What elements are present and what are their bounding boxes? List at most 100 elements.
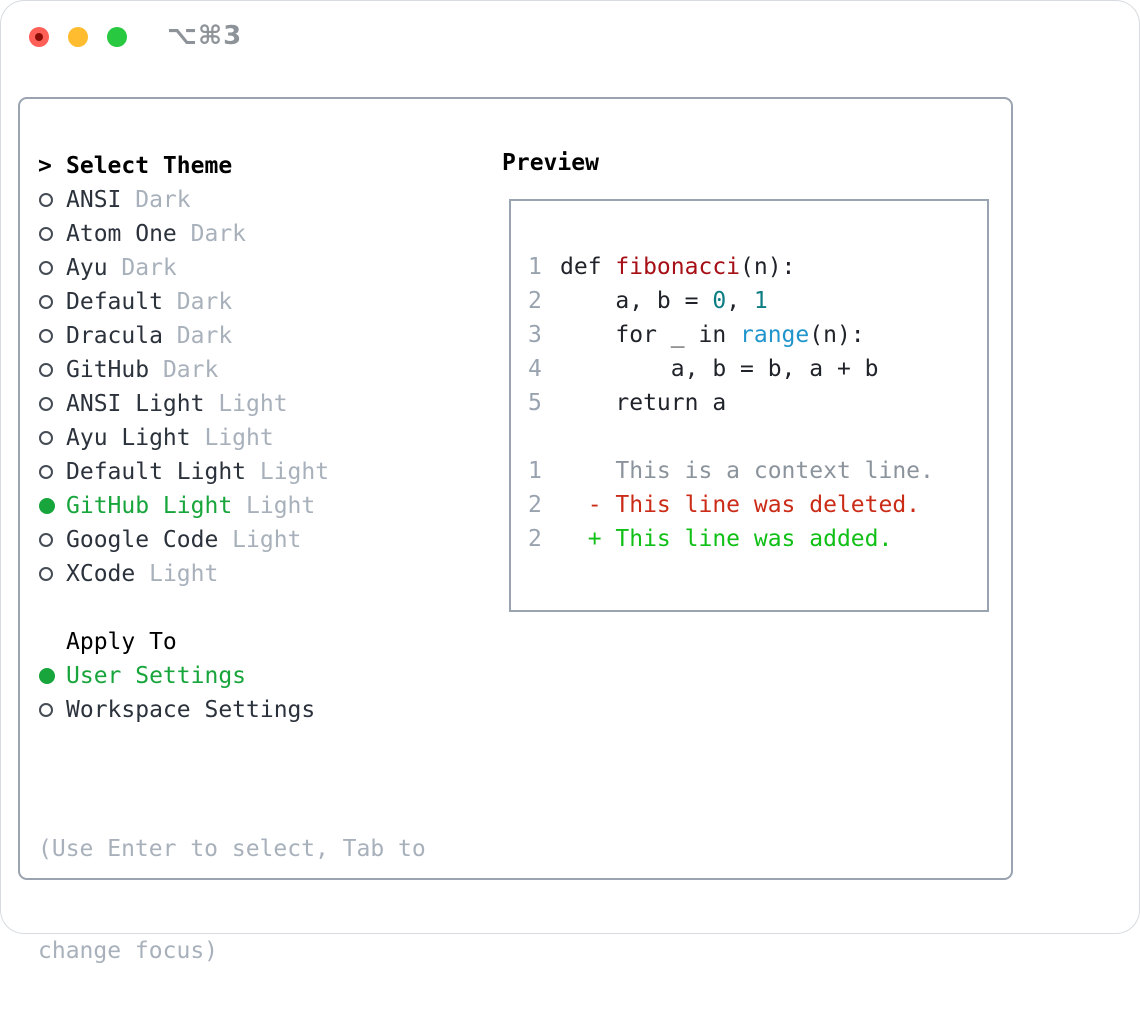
theme-option-dracula[interactable]: Dracula Dark — [38, 319, 488, 353]
radio-icon — [39, 193, 53, 207]
theme-name: Default — [66, 289, 163, 315]
line-number: 2 — [528, 492, 542, 518]
code-segment: (n): — [740, 254, 796, 280]
close-button[interactable] — [29, 27, 49, 47]
line-number: 3 — [528, 322, 542, 348]
list-gap — [38, 591, 488, 625]
hint-text: (Use Enter to select, Tab to change focu… — [38, 764, 488, 1036]
theme-option-ansi[interactable]: ANSI Dark — [38, 183, 488, 217]
code-segment: 0 — [712, 288, 727, 314]
window-title: ⌥⌘3 — [167, 21, 243, 51]
code-line: 2 + This line was added. — [528, 522, 934, 556]
radio-icon — [39, 397, 53, 411]
blank-line — [528, 420, 934, 454]
apply-to-label: Apply To — [66, 629, 177, 655]
code-segment: This is a context line. — [560, 458, 934, 484]
radio-icon — [39, 533, 53, 547]
theme-variant: Light — [246, 493, 316, 519]
theme-option-github[interactable]: GitHub Dark — [38, 353, 488, 387]
code-segment: 1 — [753, 288, 768, 314]
radio-selected-icon — [39, 668, 55, 684]
code-line: 3 for _ in range(n): — [528, 318, 934, 352]
code-segment: (n): — [809, 322, 865, 348]
theme-option-ayu[interactable]: Ayu Dark — [38, 251, 488, 285]
traffic-lights — [29, 27, 127, 47]
theme-name: Atom One — [66, 221, 177, 247]
code-segment: fibonacci — [615, 254, 741, 280]
line-number: 5 — [528, 390, 542, 416]
radio-icon — [39, 329, 53, 343]
theme-variant: Dark — [176, 323, 233, 349]
radio-icon — [39, 465, 53, 479]
code-line: 5 return a — [528, 386, 934, 420]
apply-option-user-settings[interactable]: User Settings — [38, 659, 488, 693]
theme-name: Ayu Light — [66, 425, 191, 451]
preview-label: Preview — [502, 150, 599, 176]
theme-variant: Dark — [162, 357, 219, 383]
theme-variant: Dark — [121, 255, 177, 281]
theme-option-default[interactable]: Default Dark — [38, 285, 488, 319]
theme-name: Dracula — [66, 323, 163, 349]
code-line: 2 - This line was deleted. — [528, 488, 934, 522]
theme-variant: Dark — [135, 187, 191, 213]
code-segment: a, b = b, a + b — [560, 356, 879, 382]
theme-variant: Dark — [190, 221, 247, 247]
theme-variant: Light — [218, 391, 288, 417]
radio-icon — [39, 295, 53, 309]
theme-name: Ayu — [66, 255, 108, 281]
apply-option-name: User Settings — [66, 663, 247, 689]
theme-option-google-code[interactable]: Google Code Light — [38, 523, 488, 557]
code-line: 1 This is a context line. — [528, 454, 934, 488]
line-number: 1 — [528, 254, 542, 280]
theme-option-ansi-light[interactable]: ANSI Light Light — [38, 387, 488, 421]
code-line: 4 a, b = b, a + b — [528, 352, 934, 386]
radio-selected-icon — [39, 498, 55, 514]
theme-name: GitHub Light — [66, 493, 233, 519]
line-number: 1 — [528, 458, 542, 484]
theme-name: XCode — [66, 561, 136, 587]
theme-option-ayu-light[interactable]: Ayu Light Light — [38, 421, 488, 455]
radio-icon — [39, 431, 53, 445]
code-segment: a, b = — [560, 288, 713, 314]
select-theme-label: Select Theme — [66, 153, 233, 179]
line-number: 4 — [528, 356, 542, 382]
radio-icon — [39, 227, 53, 241]
theme-name: ANSI — [66, 187, 122, 213]
theme-name: Default Light — [66, 459, 247, 485]
hint-line-2: change focus) — [38, 938, 219, 964]
theme-option-github-light[interactable]: GitHub Light Light — [38, 489, 488, 523]
theme-name: Google Code — [66, 527, 219, 553]
select-theme-header: > Select Theme — [38, 149, 488, 183]
theme-variant: Light — [204, 425, 274, 451]
apply-option-workspace-settings[interactable]: Workspace Settings — [38, 693, 488, 727]
code-segment: def — [560, 254, 616, 280]
code-segment: - This line was deleted. — [560, 492, 921, 518]
minimize-button[interactable] — [68, 27, 88, 47]
code-segment: , — [726, 288, 754, 314]
radio-icon — [39, 363, 53, 377]
radio-icon — [39, 261, 53, 275]
theme-name: GitHub — [66, 357, 150, 383]
code-segment: + This line was added. — [560, 526, 893, 552]
theme-option-atom-one[interactable]: Atom One Dark — [38, 217, 488, 251]
code-line: 1 def fibonacci(n): — [528, 250, 934, 284]
line-number: 2 — [528, 526, 542, 552]
hint-line-1: (Use Enter to select, Tab to — [38, 836, 426, 862]
zoom-button[interactable] — [107, 27, 127, 47]
code-segment: for _ in — [560, 322, 741, 348]
radio-icon — [39, 567, 53, 581]
theme-name: ANSI Light — [66, 391, 205, 417]
theme-variant: Light — [232, 527, 302, 553]
radio-icon — [39, 703, 53, 717]
theme-variant: Dark — [176, 289, 233, 315]
apply-to-header: Apply To — [38, 625, 488, 659]
